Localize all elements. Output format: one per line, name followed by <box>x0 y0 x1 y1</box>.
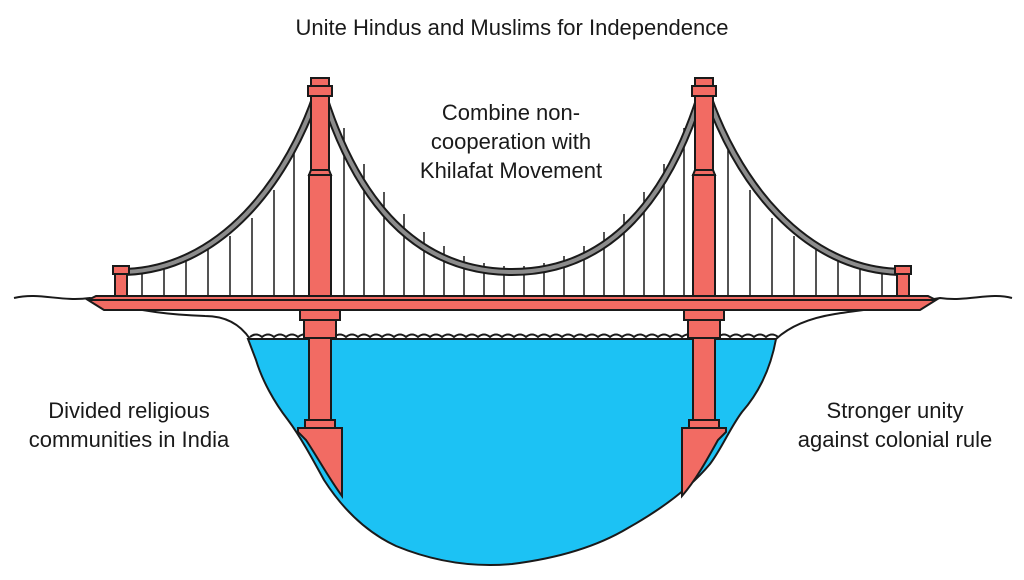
right-bank-label-line1: Stronger unity <box>826 398 964 423</box>
tower-left <box>297 77 343 500</box>
left-bank-label: Divided religious communities in India <box>0 396 258 454</box>
bridge-span-label-line2: cooperation with <box>430 129 592 154</box>
title-text: Unite Hindus and Muslims for Independenc… <box>295 15 729 40</box>
bridge-span-label-line1: Combine non- <box>441 100 581 125</box>
right-bank-label: Stronger unity against colonial rule <box>766 396 1024 454</box>
river-water <box>246 338 778 567</box>
diagram-title: Unite Hindus and Muslims for Independenc… <box>0 13 1024 42</box>
bridge-deck <box>84 295 940 311</box>
left-bank-label-line2: communities in India <box>28 427 230 452</box>
end-post-left <box>112 265 130 299</box>
left-bank-label-line1: Divided religious <box>48 398 210 423</box>
end-post-right <box>894 265 912 299</box>
tower-right <box>681 77 727 499</box>
bridge-span-label: Combine non- cooperation with Khilafat M… <box>386 98 636 185</box>
bridge-span-label-line3: Khilafat Movement <box>419 158 603 183</box>
right-bank-label-line2: against colonial rule <box>797 427 993 452</box>
main-cables <box>116 80 908 277</box>
